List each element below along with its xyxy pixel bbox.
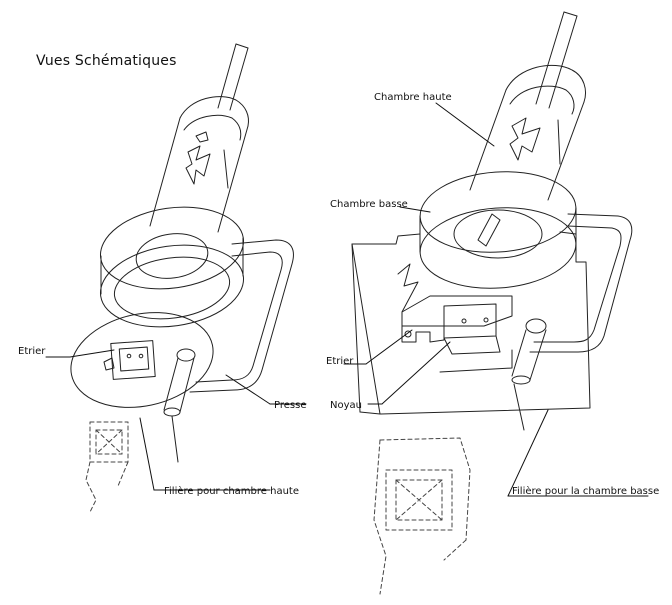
label-noyau: Noyau [330, 400, 362, 411]
left-filiere-dashed [85, 421, 129, 513]
left-press-drawing [70, 43, 294, 513]
label-chambre-haute: Chambre haute [374, 92, 452, 103]
left-leader-lines [45, 349, 307, 491]
label-etrier-right: Etrier [326, 356, 354, 367]
left-die-plate [70, 312, 214, 408]
label-presse: Presse [274, 400, 307, 411]
left-upper-chamber [149, 96, 249, 233]
right-leader-lines [343, 102, 649, 497]
left-rod [217, 43, 249, 111]
label-chambre-basse: Chambre basse [330, 199, 408, 210]
label-filiere-chambre-haute: Filière pour chambre haute [164, 486, 299, 497]
right-upper-chamber [469, 64, 586, 201]
right-filiere-dashed [373, 437, 471, 595]
right-press-drawing [351, 11, 633, 595]
right-nozzle [511, 318, 547, 431]
left-ring [99, 206, 245, 328]
label-etrier-left: Etrier [18, 346, 46, 357]
right-rod [535, 11, 578, 109]
left-nozzle [163, 348, 196, 463]
right-press-frame [529, 213, 633, 353]
right-ring [419, 171, 577, 289]
right-plate [351, 231, 591, 415]
right-die-block [401, 295, 513, 373]
left-press-frame [189, 239, 294, 393]
page-title: Vues Schématiques [36, 53, 177, 69]
label-filiere-chambre-basse: Filière pour la chambre basse [512, 486, 660, 497]
